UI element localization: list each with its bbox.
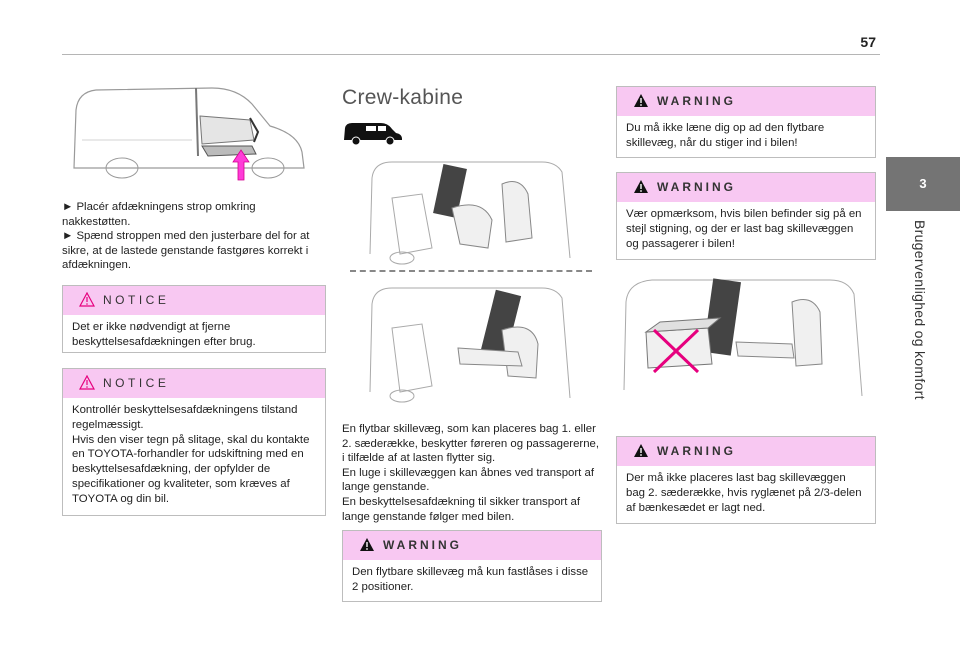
warning-triangle-outline-icon xyxy=(79,292,95,307)
warning-header: WARNING xyxy=(617,437,875,466)
notice-text: Kontrollér beskyttelsesafdækningens tils… xyxy=(72,404,310,505)
column-middle: Crew-kabine En flytbar skill xyxy=(342,86,602,524)
warning-triangle-icon xyxy=(634,94,648,107)
warning-header: WARNING xyxy=(343,531,601,560)
chapter-title: Brugervenlighed og komfort xyxy=(912,220,928,400)
warning-text: Der må ikke placeres last bag skillevægg… xyxy=(626,472,862,514)
prohibited-load-illustration xyxy=(616,272,876,404)
van-cargo-cover-illustration xyxy=(62,70,326,188)
van-cargo-illustration xyxy=(73,87,305,181)
warning-box: WARNING Vær opmærksom, hvis bilen befind… xyxy=(616,172,876,260)
warning-triangle-icon xyxy=(634,444,648,457)
warning-triangle-outline-icon xyxy=(79,375,95,390)
notice-box: NOTICE Kontrollér beskyttelsesafdækninge… xyxy=(62,368,326,516)
partition-position-1-illustration xyxy=(342,158,602,266)
warning-title: WARNING xyxy=(657,444,736,458)
warning-box: WARNING Der må ikke placeres last bag sk… xyxy=(616,436,876,524)
warning-title: WARNING xyxy=(383,538,462,552)
warning-text: Du må ikke læne dig op ad den flytbare s… xyxy=(626,122,825,149)
instruction-item: ► Placér afdækningens strop omkring nakk… xyxy=(62,201,256,228)
notice-title: NOTICE xyxy=(103,376,170,390)
crew-cab-description: En flytbar skillevæg, som kan placeres b… xyxy=(342,423,600,523)
warning-title: WARNING xyxy=(657,94,736,108)
column-left: ► Placér afdækningens strop omkring nakk… xyxy=(62,70,326,273)
warning-header: WARNING xyxy=(617,87,875,116)
warning-header: WARNING xyxy=(617,173,875,202)
warning-text: Vær opmærksom, hvis bilen befinder sig p… xyxy=(626,208,862,250)
top-rule xyxy=(62,54,880,55)
page-number: 57 xyxy=(860,34,876,50)
partition-position-2-illustration xyxy=(342,282,602,406)
warning-title: WARNING xyxy=(657,180,736,194)
chapter-tab[interactable]: 3 xyxy=(886,157,960,211)
notice-text: Det er ikke nødvendigt at fjerne beskytt… xyxy=(72,321,256,348)
warning-box: WARNING Den flytbare skillevæg må kun fa… xyxy=(342,530,602,602)
dashed-separator xyxy=(350,270,592,272)
instruction-item: ► Spænd stroppen med den justerbare del … xyxy=(62,230,310,272)
van-silhouette-icon xyxy=(342,120,602,146)
notice-header: NOTICE xyxy=(63,286,325,315)
section-title: Crew-kabine xyxy=(342,86,464,109)
warning-box: WARNING Du må ikke læne dig op ad den fl… xyxy=(616,86,876,158)
notice-box: NOTICE Det er ikke nødvendigt at fjerne … xyxy=(62,285,326,353)
warning-triangle-icon xyxy=(360,538,374,551)
notice-title: NOTICE xyxy=(103,293,170,307)
warning-text: Den flytbare skillevæg må kun fastlåses … xyxy=(352,566,589,593)
warning-triangle-icon xyxy=(634,180,648,193)
instruction-list: ► Placér afdækningens strop omkring nakk… xyxy=(62,200,326,273)
notice-header: NOTICE xyxy=(63,369,325,398)
